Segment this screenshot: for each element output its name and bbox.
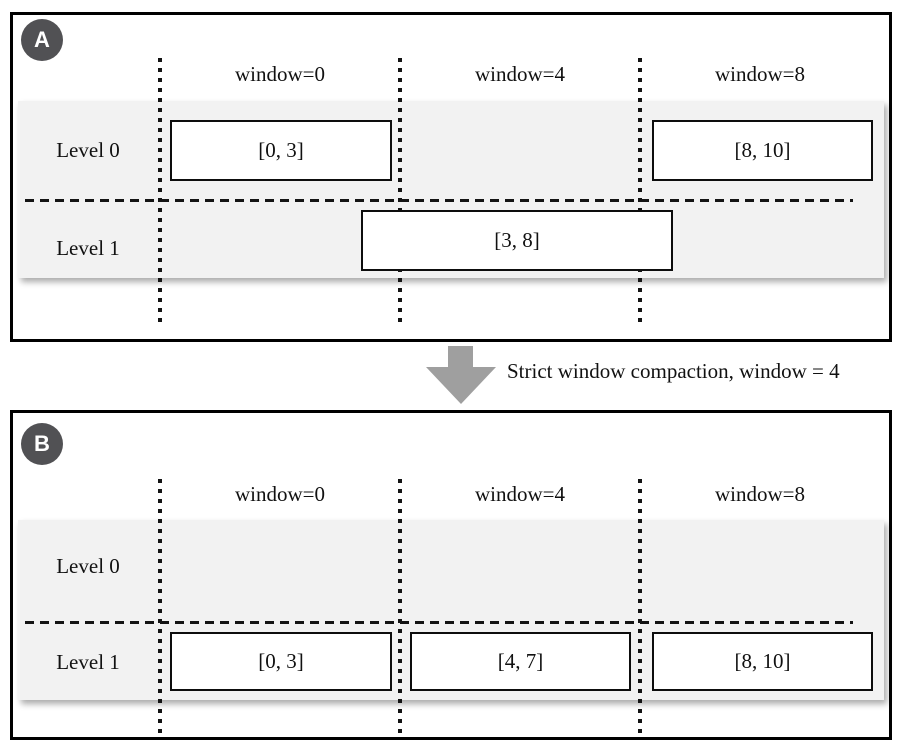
down-arrow-icon — [448, 346, 473, 367]
range-box: [3, 8] — [361, 210, 673, 271]
range-box: [0, 3] — [170, 632, 392, 691]
panel-a: A window=0 window=4 window=8 Level 0 Lev… — [10, 12, 892, 342]
window-boundary-dotted-line — [638, 479, 642, 737]
panel-a-column-header-window-8: window=8 — [714, 62, 805, 86]
window-boundary-dotted-line — [398, 479, 402, 737]
range-box: [4, 7] — [410, 632, 631, 691]
panel-b-column-header-window-4: window=4 — [474, 482, 565, 506]
panel-a-level-1-label: Level 1 — [56, 236, 120, 260]
panel-b: B window=0 window=4 window=8 Level 0 Lev… — [10, 410, 892, 740]
range-box: [8, 10] — [652, 632, 873, 691]
panel-a-badge: A — [21, 19, 63, 61]
panel-b-column-header-window-0: window=0 — [234, 482, 325, 506]
range-box-label: [8, 10] — [734, 649, 791, 673]
panel-a-level-0-label: Level 0 — [56, 138, 120, 162]
panel-b-level-divider-dashed-line — [25, 621, 853, 624]
compaction-arrow-group: Strict window compaction, window = 4 — [0, 342, 906, 410]
range-box-label: [4, 7] — [497, 649, 544, 673]
range-box-label: [0, 3] — [258, 138, 304, 162]
range-box: [8, 10] — [652, 120, 873, 181]
panel-b-level-1-label: Level 1 — [56, 650, 120, 674]
panel-b-column-header-window-8: window=8 — [714, 482, 805, 506]
range-box-label: [3, 8] — [494, 228, 540, 252]
panel-b-badge: B — [21, 423, 63, 465]
window-boundary-dotted-line — [158, 58, 162, 326]
panel-b-level-0-label: Level 0 — [56, 554, 120, 578]
range-box-label: [8, 10] — [734, 138, 791, 162]
range-box-label: [0, 3] — [258, 649, 304, 673]
panel-a-level-divider-dashed-line — [25, 199, 853, 202]
range-box: [0, 3] — [170, 120, 392, 181]
window-boundary-dotted-line — [398, 58, 402, 326]
down-arrow-icon — [426, 367, 496, 404]
panel-a-column-header-window-4: window=4 — [474, 62, 565, 86]
compaction-caption: Strict window compaction, window = 4 — [507, 359, 840, 383]
window-boundary-dotted-line — [158, 479, 162, 737]
panel-a-column-header-window-0: window=0 — [234, 62, 325, 86]
window-boundary-dotted-line — [638, 58, 642, 326]
